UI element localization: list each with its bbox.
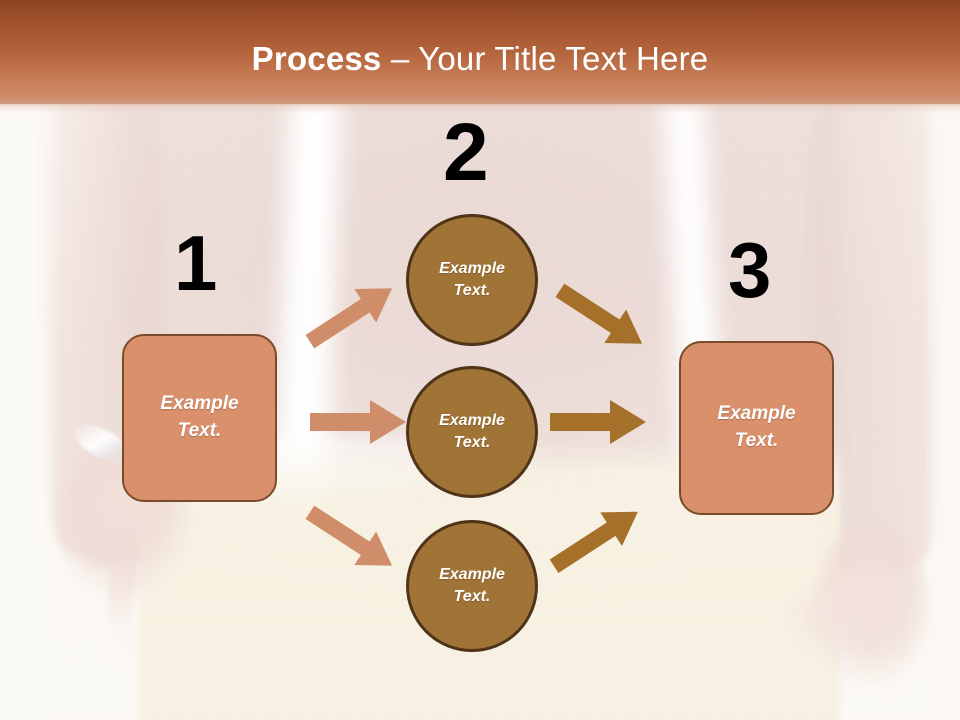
step-box-1-label: Example Text. bbox=[160, 393, 239, 441]
page-title: Process – Your Title Text Here bbox=[252, 40, 709, 78]
arrow-shape bbox=[549, 511, 638, 573]
background-right-margin bbox=[924, 96, 960, 720]
arrow-shape bbox=[555, 283, 643, 344]
arrow-shape bbox=[305, 288, 393, 349]
arrow-box1-to-circle-bottom bbox=[305, 505, 393, 566]
step-number-1: 1 bbox=[174, 219, 218, 307]
step-number-3: 3 bbox=[728, 226, 772, 314]
process-circle-top-label: Example Text. bbox=[439, 259, 505, 299]
process-circle-top[interactable]: Example Text. bbox=[406, 214, 538, 346]
arrow-circle-top-to-box3 bbox=[555, 283, 643, 344]
step-number-2: 2 bbox=[443, 107, 489, 198]
process-circle-middle-label: Example Text. bbox=[439, 411, 505, 451]
title-bar-fade bbox=[0, 100, 960, 114]
process-circle-middle[interactable]: Example Text. bbox=[406, 366, 538, 498]
background-right-hand-lower bbox=[786, 586, 856, 650]
step-box-3-label: Example Text. bbox=[717, 403, 796, 451]
arrow-box1-to-circle-top bbox=[305, 288, 393, 349]
page-title-bold: Process bbox=[251, 40, 382, 77]
arrow-box1-to-circle-middle bbox=[310, 400, 406, 444]
step-box-1[interactable]: Example Text. bbox=[122, 334, 277, 502]
background-left-margin bbox=[0, 96, 60, 720]
arrow-circle-middle-to-box3 bbox=[550, 400, 646, 444]
process-circle-bottom-label: Example Text. bbox=[439, 565, 505, 605]
process-circle-bottom[interactable]: Example Text. bbox=[406, 520, 538, 652]
arrow-shape bbox=[550, 400, 646, 444]
step-box-3[interactable]: Example Text. bbox=[679, 341, 834, 515]
arrow-circle-bottom-to-box3 bbox=[549, 511, 638, 573]
arrow-shape bbox=[310, 400, 406, 444]
arrow-shape bbox=[305, 505, 393, 566]
title-bar: Process – Your Title Text Here bbox=[0, 0, 960, 104]
page-title-rest: – Your Title Text Here bbox=[381, 40, 709, 77]
